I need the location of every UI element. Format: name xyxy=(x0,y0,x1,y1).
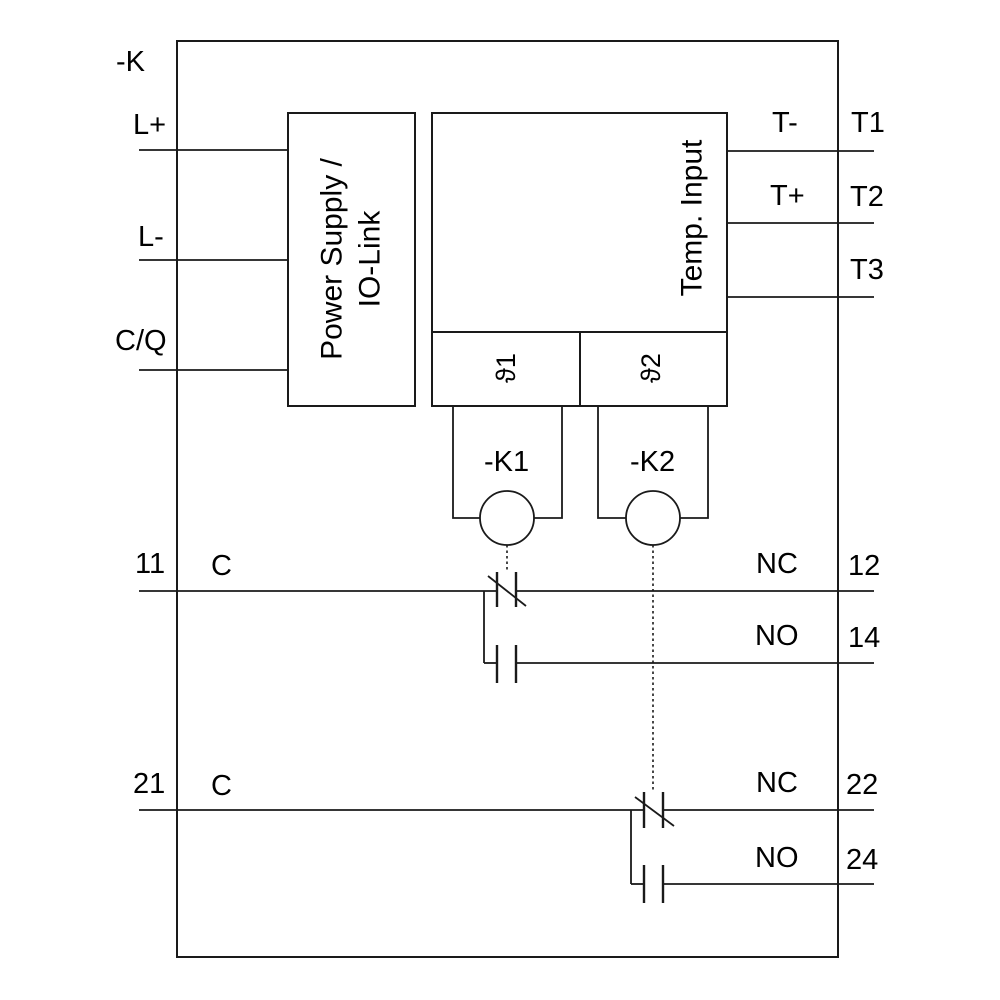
power-supply-line2: IO-Link xyxy=(353,210,386,308)
no-label-1: NO xyxy=(755,620,799,652)
contact-group-2 xyxy=(139,792,874,903)
relay-k2-label: -K2 xyxy=(630,446,676,478)
terminal-22: 22 xyxy=(846,769,879,801)
contact-group-1 xyxy=(139,572,874,683)
terminal-t-plus: T+ xyxy=(770,180,805,212)
terminal-t-minus: T- xyxy=(772,107,798,139)
theta2-label: ϑ2 xyxy=(636,353,667,383)
terminal-t3: T3 xyxy=(850,254,884,286)
nc-contact-k1 xyxy=(487,572,527,607)
terminal-14: 14 xyxy=(848,622,881,654)
theta1-label: ϑ1 xyxy=(491,353,522,383)
nc-label-1: NC xyxy=(756,548,798,580)
terminal-cq: C/Q xyxy=(115,325,167,357)
power-supply-line1: Power Supply / xyxy=(315,158,349,360)
no-label-2: NO xyxy=(755,842,799,874)
terminal-12: 12 xyxy=(848,550,881,582)
terminal-t2: T2 xyxy=(850,181,884,213)
power-supply-io-link-label: Power Supply / IO-Link xyxy=(314,158,389,360)
device-label: -K xyxy=(116,46,145,78)
no-contact-k1 xyxy=(495,645,518,683)
temp-input-label: Temp. Input xyxy=(675,139,709,297)
terminal-t1: T1 xyxy=(851,107,885,139)
relay-k1-label: -K1 xyxy=(484,446,530,478)
terminal-l-plus: L+ xyxy=(133,109,167,141)
nc-label-2: NC xyxy=(756,767,798,799)
terminal-11: 11 xyxy=(135,548,166,580)
common-label-2: C xyxy=(211,770,232,802)
relay-coil-k2 xyxy=(597,406,709,546)
nc-contact-k2 xyxy=(634,792,675,828)
no-contact-k2 xyxy=(642,865,665,903)
terminal-l-minus: L- xyxy=(138,221,164,253)
common-label-1: C xyxy=(211,550,232,582)
terminal-21: 21 xyxy=(133,768,166,800)
terminal-24: 24 xyxy=(846,844,879,876)
outer-border xyxy=(176,40,839,958)
